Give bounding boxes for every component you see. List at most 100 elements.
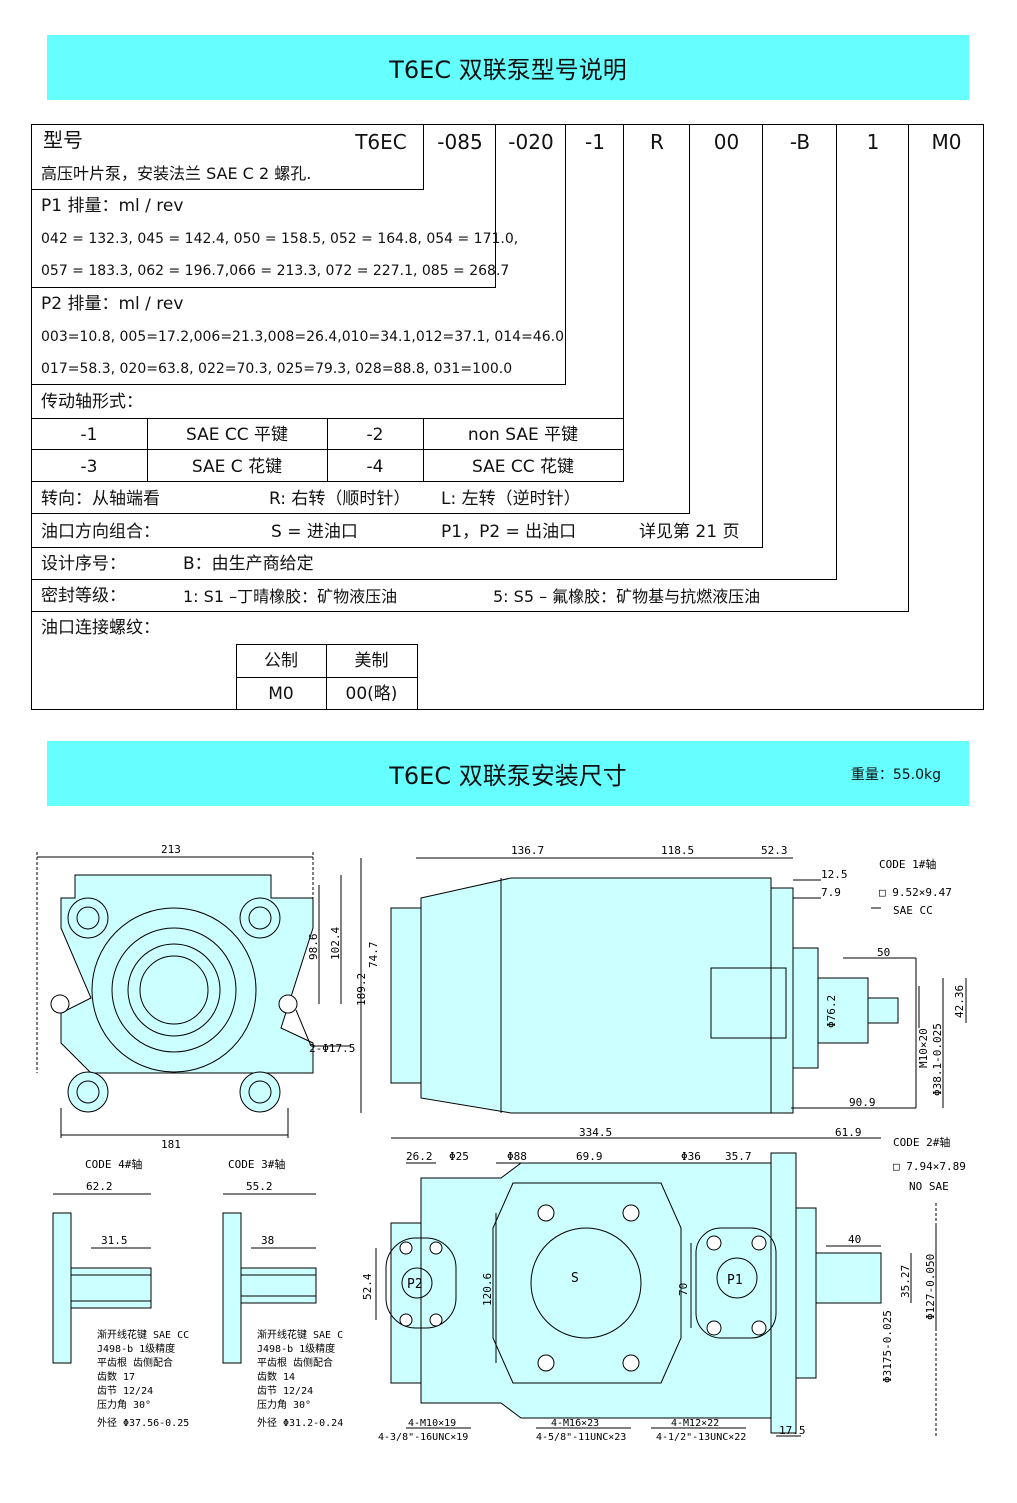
pump-body [420,1162,772,1419]
dim-label: M10×20 [917,1028,930,1068]
dim-label: Φ3175-0.025 [881,1310,894,1383]
dim-label: 38 [261,1234,274,1247]
thread-value-us: 00(略) [345,684,398,704]
dim-label: 42.36 [953,985,966,1018]
dim-label: 62.2 [86,1180,113,1193]
dim-label: 189.2 [355,973,368,1006]
dim-label: Φ38.1-0.025 [931,1023,944,1096]
dim-label: 7.9 [821,886,841,899]
dim-label: 98.6 [307,934,320,961]
table-lines [31,124,984,710]
drive-shaft [815,1252,882,1304]
seal-s1: 1: S1 –丁晴橡胶：矿物液压油 [183,587,398,606]
dim-label: 35.7 [725,1150,752,1163]
dim-label: 74.7 [367,942,380,969]
model-desc: 高压叶片泵，安装法兰 SAE C 2 螺孔. [41,164,312,183]
code1-title: CODE 1#轴 [879,857,936,871]
code-series: T6EC [355,130,407,154]
bolt-label: 4-5/8"-11UNC×23 [536,1432,626,1443]
shaft-cell: -2 [366,425,384,445]
dim-label: 136.7 [511,844,544,857]
spec-line: 平齿根 齿侧配合 [97,1356,173,1369]
front-view [36,852,351,1138]
model-banner-title: T6EC 双联泵型号说明 [389,56,627,84]
spec-line: 齿数 14 [257,1370,295,1383]
inlet-port-s [530,1227,642,1339]
spec-line: 外径 Φ37.56-0.25 [97,1416,189,1429]
dim-label: 102.4 [329,927,342,960]
shaft-title: 传动轴形式： [41,392,143,412]
code3-spec: 渐开线花键 SAE C J498-b 1级精度 平齿根 齿侧配合 齿数 14 齿… [257,1328,343,1429]
mount-face [91,907,257,1073]
bolt-label: 4-M12×22 [671,1418,719,1429]
mount-hole-icon [50,994,70,1014]
thread-label: 油口连接螺纹： [41,618,160,638]
dim-label: 61.9 [835,1126,862,1139]
port-outlet: P1，P2 = 出油口 [441,522,577,542]
spec-line: 渐开线花键 SAE CC [97,1328,189,1341]
dim-label: Φ36 [681,1150,701,1163]
dim-label: 50 [877,946,890,959]
spec-line: 齿数 17 [97,1370,135,1383]
dim-label: 70 [677,1283,690,1296]
dim-label: 118.5 [661,844,694,857]
shaft-cell: -3 [80,457,98,477]
port-ref: 详见第 21 页 [639,522,740,542]
bolt-label: 4-M16×23 [551,1418,599,1429]
code2-std: NO SAE [909,1180,949,1193]
dim-label: 90.9 [849,1096,876,1109]
code-seal: 1 [866,130,880,154]
seal-s5: 5: S5 – 氟橡胶：矿物基与抗燃液压油 [493,587,761,606]
port-label: 油口方向组合： [41,522,160,542]
dimension-banner-title: T6EC 双联泵安装尺寸 [389,762,627,790]
rotation-right: R: 右转（顺时针） [269,489,411,509]
design-label: 设计序号： [41,554,126,574]
shaft-cell: SAE CC 花键 [471,457,575,477]
port-p2-label: P2 [407,1277,423,1292]
seal-label: 密封等级： [41,586,126,606]
installation-drawing: 213 181 98.6 102.4 2-Φ17.5 [36,843,967,1443]
port-plug-icon [239,1071,281,1113]
pump-body [420,877,772,1114]
thread-header-us: 美制 [354,651,389,671]
code4-title: CODE 4#轴 [85,1157,142,1171]
dim-label: Φ88 [507,1150,527,1163]
weight-label: 重量：55.0kg [850,766,941,783]
code-p2: -020 [508,130,554,154]
dim-label: 12.5 [821,868,848,881]
code-port: 00 [713,130,740,154]
thread-header-metric: 公制 [264,651,298,671]
code4-view [52,1193,152,1364]
dim-label: Φ76.2 [825,995,838,1028]
port-plug-icon [67,897,109,939]
outlet-port-p2 [401,1267,433,1299]
spec-line: 压力角 30° [97,1398,151,1411]
port-s-label: S [571,1271,579,1286]
spec-line: J498-b 1级精度 [97,1342,175,1355]
dim-label: 40 [848,1233,861,1246]
code3-title: CODE 3#轴 [228,1157,285,1171]
dim-label: 31.5 [101,1234,128,1247]
code-rotation: R [650,130,664,154]
p1-line2: 057 = 183.3, 062 = 196.7,066 = 213.3, 07… [41,263,510,279]
p2-line2: 017=58.3, 020=63.8, 022=70.3, 025=79.3, … [41,361,513,377]
drive-shaft [817,977,869,1044]
spec-line: 齿节 12/24 [97,1385,153,1397]
dim-label: 120.6 [481,1273,494,1306]
model-label: 型号 [43,128,83,152]
bolt-label: 4-3/8"-16UNC×19 [378,1432,468,1443]
outlet-port-p1 [716,1257,758,1299]
dim-label: Φ127-0.050 [924,1254,937,1320]
dim-label: Φ25 [449,1150,469,1163]
dim-label: 26.2 [406,1150,433,1163]
port-p1-label: P1 [727,1273,743,1288]
rotation-label: 转向：从轴端看 [41,489,160,509]
spec-line: J498-b 1级精度 [257,1342,335,1355]
code1-std: SAE CC [893,904,933,917]
spec-line: 渐开线花键 SAE C [257,1328,343,1341]
code1-key: □ 9.52×9.47 [879,886,952,899]
port-inlet: S = 进油口 [271,522,358,542]
p1-line1: 042 = 132.3, 045 = 142.4, 050 = 158.5, 0… [41,231,519,247]
side-view [360,857,967,1114]
code-thread: M0 [931,130,962,154]
